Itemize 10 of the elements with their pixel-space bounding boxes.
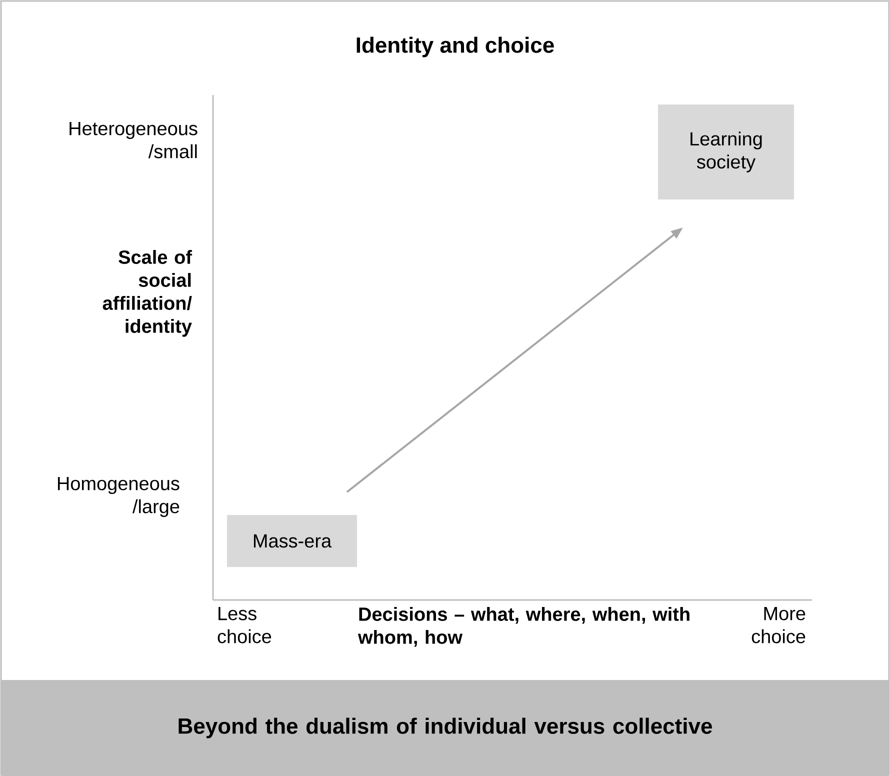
- caption-band: Beyond the dualism of individual versus collective: [2, 680, 888, 776]
- axis-end-label: More choice: [752, 607, 806, 644]
- axis-end-label: Homogeneous /large: [58, 477, 180, 517]
- stage-box: Mass-era: [227, 515, 357, 567]
- stage-box: Learning society: [658, 104, 794, 200]
- axis-end-label: Heterogeneous /small: [70, 122, 198, 158]
- axis-title: Scale of social affiliation/ identity: [102, 250, 192, 337]
- title: Identity and choice: [356, 36, 554, 58]
- axis-title: Decisions – what, where, when, with whom, how: [358, 607, 690, 647]
- axis-end-label: Less choice: [218, 607, 272, 644]
